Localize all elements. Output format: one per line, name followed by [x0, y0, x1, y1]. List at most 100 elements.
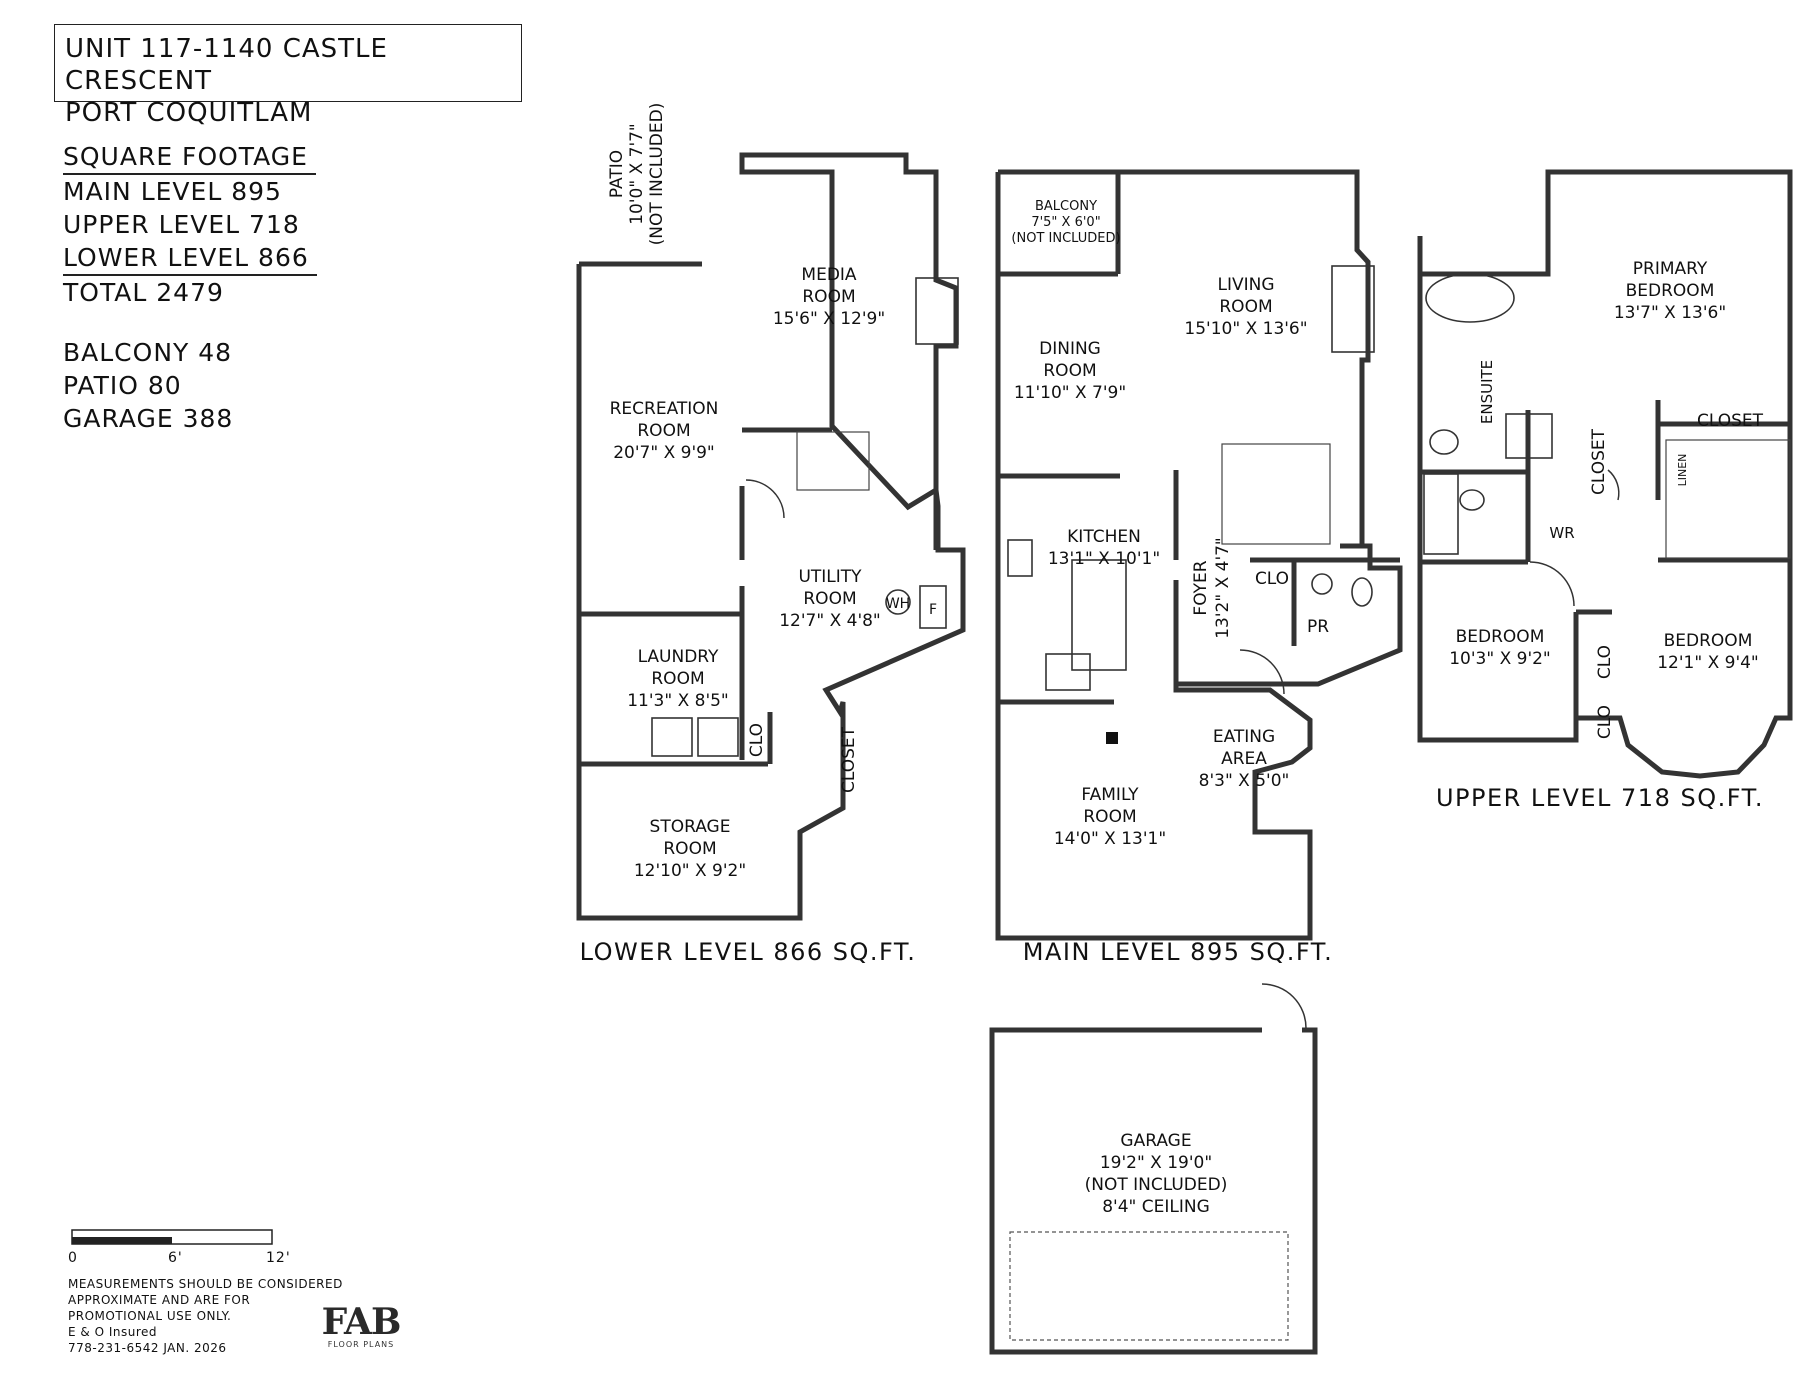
ensuite-label: ENSUITE — [1478, 360, 1496, 424]
logo-main: FAB — [321, 1301, 402, 1343]
garage-dims: 19'2" X 19'0" — [1100, 1153, 1212, 1173]
utility-dims: 12'7" X 4'8" — [779, 611, 881, 631]
address-line2: PORT COQUITLAM — [65, 98, 313, 128]
bedroom3-dims: 12'1" X 9'4" — [1657, 653, 1759, 673]
garage-ceiling: 8'4" CEILING — [1102, 1197, 1210, 1217]
disclaimer-line1: MEASUREMENTS SHOULD BE CONSIDERED — [68, 1277, 343, 1291]
wr-label: WR — [1549, 524, 1574, 542]
linen-label: LINEN — [1676, 454, 1689, 487]
upper-level-sqft: UPPER LEVEL 718 — [63, 210, 300, 239]
balcony-label: BALCONY — [1035, 199, 1097, 214]
main-level-title: MAIN LEVEL 895 SQ.FT. — [1023, 938, 1333, 966]
family-label-2: ROOM — [1083, 807, 1136, 827]
pr-sink — [1311, 573, 1333, 595]
upper-closet-v-label: CLOSET — [1589, 428, 1609, 495]
dryer — [697, 717, 739, 757]
main-level-sqft: MAIN LEVEL 895 — [63, 177, 282, 206]
kitchen-island — [1071, 559, 1127, 671]
main-clo-label: CLO — [1255, 569, 1289, 589]
eating-dims: 8'3" X 5'0" — [1199, 771, 1290, 791]
scale-start: 0 — [68, 1250, 78, 1266]
address-line1: UNIT 117-1140 CASTLE CRESCENT — [65, 34, 388, 96]
garage-walls — [989, 1027, 1318, 1355]
patio-sqft: PATIO 80 — [63, 371, 182, 400]
contact-date: 778-231-6542 JAN. 2026 — [68, 1341, 227, 1355]
primary-dims: 13'7" X 13'6" — [1614, 303, 1726, 323]
garage-label: GARAGE — [1120, 1131, 1191, 1151]
disclaimer-line4: E & O Insured — [68, 1325, 157, 1339]
utility-label-2: ROOM — [803, 589, 856, 609]
logo-sub: FLOOR PLANS — [327, 1340, 395, 1349]
foyer-dims: 13'2" X 4'7" — [1213, 537, 1233, 639]
scale-end: 12' — [266, 1250, 291, 1266]
fab-logo: FAB FLOOR PLANS — [318, 1304, 404, 1349]
media-dims: 15'6" X 12'9" — [773, 309, 885, 329]
kitchen-label: KITCHEN — [1067, 527, 1141, 547]
eating-label: EATING — [1213, 727, 1275, 747]
wh-label: WH — [886, 596, 910, 612]
ensuite-tub — [1425, 273, 1515, 323]
patio-dims: 10'0" X 7'7" — [627, 123, 647, 225]
bedroom2-label: BEDROOM — [1456, 627, 1545, 647]
living-dims: 15'10" X 13'6" — [1184, 319, 1307, 339]
laundry-label: LAUNDRY — [638, 647, 719, 667]
address-box: UNIT 117-1140 CASTLE CRESCENT PORT COQUI… — [54, 24, 522, 128]
family-dims: 14'0" X 13'1" — [1054, 829, 1166, 849]
scale-labels: 0 6' 12' — [68, 1250, 291, 1268]
balcony-sqft: BALCONY 48 — [63, 338, 233, 367]
dining-dims: 11'10" X 7'9" — [1014, 383, 1126, 403]
storage-label: STORAGE — [650, 817, 731, 837]
kitchen-stove — [1045, 653, 1091, 691]
upper-clo1-label: CLO — [1595, 645, 1615, 679]
washer — [651, 717, 693, 757]
utility-label: UTILITY — [798, 567, 862, 587]
lower-door-swing — [745, 479, 785, 519]
media-label: MEDIA — [801, 265, 857, 285]
family-post — [1106, 732, 1118, 744]
upper-wr-door-swing — [1607, 469, 1620, 501]
media-label-2: ROOM — [802, 287, 855, 307]
balcony-dims: 7'5" X 6'0" — [1031, 215, 1100, 230]
lower-level-sqft: LOWER LEVEL 866 — [63, 241, 317, 276]
upper-stairs — [1665, 439, 1791, 559]
upper-hall-door-swing — [1529, 561, 1575, 607]
kitchen-sink — [1007, 539, 1033, 577]
patio-note: (NOT INCLUDED) — [647, 103, 667, 246]
square-footage-heading: SQUARE FOOTAGE — [63, 140, 316, 175]
primary-label: PRIMARY — [1633, 259, 1708, 279]
dining-label: DINING — [1039, 339, 1101, 359]
storage-dims: 12'10" X 9'2" — [634, 861, 746, 881]
eating-label-2: AREA — [1221, 749, 1267, 769]
furnace-label: F — [929, 602, 937, 618]
upper-closet-label: CLOSET — [1697, 411, 1764, 431]
scale-bar — [71, 1229, 273, 1245]
main-stairs — [1221, 443, 1331, 545]
laundry-label-2: ROOM — [651, 669, 704, 689]
living-label-2: ROOM — [1219, 297, 1272, 317]
total-sqft: TOTAL 2479 — [63, 278, 224, 307]
disclaimer: MEASUREMENTS SHOULD BE CONSIDERED APPROX… — [68, 1276, 343, 1356]
furnace — [919, 585, 947, 629]
pr-label: PR — [1307, 617, 1329, 637]
extras-summary: BALCONY 48 PATIO 80 GARAGE 388 — [63, 336, 233, 435]
garage-door — [1009, 1231, 1289, 1341]
garage-door-swing — [1261, 983, 1307, 1029]
living-label: LIVING — [1217, 275, 1274, 295]
upper-level-walls — [1417, 169, 1793, 779]
ensuite-shower — [1505, 413, 1553, 459]
lower-stairs — [796, 431, 870, 491]
disclaimer-line3: PROMOTIONAL USE ONLY. — [68, 1309, 232, 1323]
upper-clo2-label: CLO — [1595, 705, 1615, 739]
bedroom3-label: BEDROOM — [1664, 631, 1753, 651]
square-footage-summary: SQUARE FOOTAGE MAIN LEVEL 895 UPPER LEVE… — [63, 140, 317, 309]
balcony-note: (NOT INCLUDED) — [1011, 231, 1120, 246]
garage-sqft: GARAGE 388 — [63, 404, 234, 433]
ensuite-toilet — [1429, 429, 1459, 455]
media-fireplace — [915, 277, 959, 345]
primary-label-2: BEDROOM — [1626, 281, 1715, 301]
lower-level-title: LOWER LEVEL 866 SQ.FT. — [580, 938, 917, 966]
foyer-label: FOYER — [1191, 560, 1211, 615]
recreation-dims: 20'7" X 9'9" — [613, 443, 715, 463]
